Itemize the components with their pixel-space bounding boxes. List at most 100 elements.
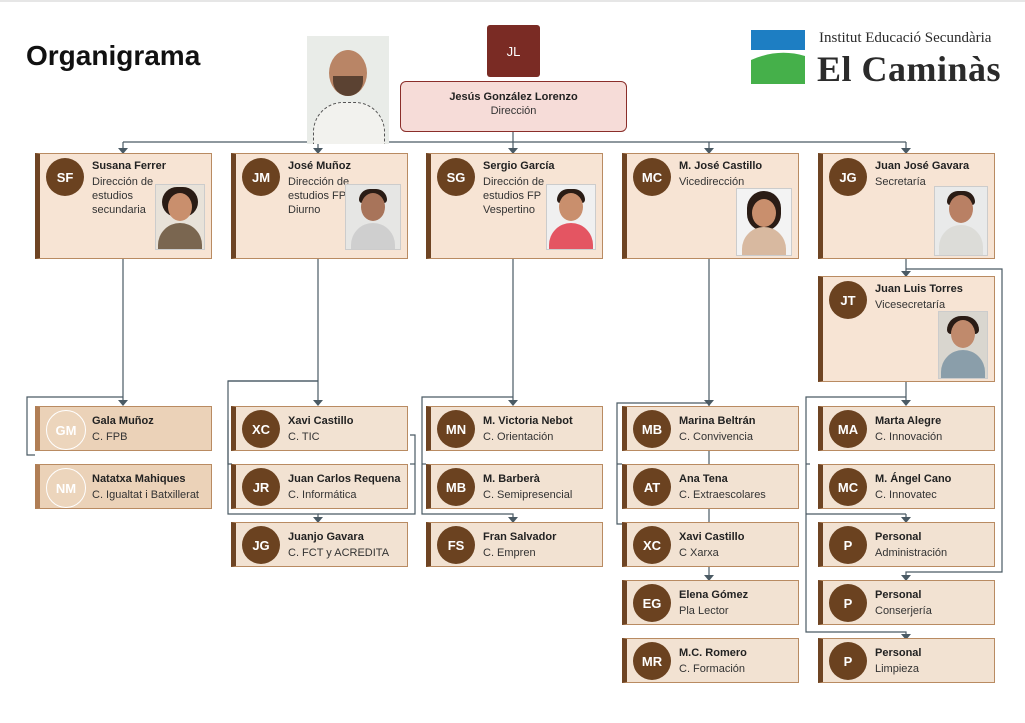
person-role: Secretaría — [875, 176, 926, 188]
avatar: SG — [437, 158, 475, 196]
person-role: C. Semipresencial — [483, 489, 573, 501]
card-m-angel-cano[interactable]: MC M. Ángel Cano C. Innovatec — [818, 464, 995, 509]
person-role: Vicedirección — [679, 176, 745, 188]
person-role: C. Igualtat i Batxillerat — [92, 489, 199, 501]
avatar: JG — [242, 526, 280, 564]
avatar: XC — [242, 410, 280, 448]
person-role: C. TIC — [288, 431, 320, 443]
person-role: Dirección de estudios FP Vespertino — [483, 176, 545, 216]
person-role: Dirección de estudios secundaria — [92, 176, 154, 216]
person-role: C. Innovación — [875, 431, 943, 443]
person-role: Conserjería — [875, 605, 932, 617]
person-name: Natatxa Mahiques — [92, 473, 186, 485]
vice-card-juan-luis-torres[interactable]: JT Juan Luis Torres Vicesecretaría — [818, 276, 995, 382]
person-role: Dirección de estudios FP Diurno — [288, 176, 350, 216]
card-elena-gomez[interactable]: EG Elena Gómez Pla Lector — [622, 580, 799, 625]
avatar: JM — [242, 158, 280, 196]
director-photo — [307, 36, 389, 144]
card-natatxa-mahiques[interactable]: NM Natatxa Mahiques C. Igualtat i Batxil… — [35, 464, 212, 509]
person-name: Juan Luis Torres — [875, 283, 963, 295]
top-card-jose-munoz[interactable]: JM José Muñoz Dirección de estudios FP D… — [231, 153, 408, 259]
person-name: Sergio García — [483, 160, 555, 172]
person-role: C. FCT y ACREDITA — [288, 547, 390, 559]
avatar: P — [829, 584, 867, 622]
avatar: MN — [437, 410, 475, 448]
card-xavi-castillo-tic[interactable]: XC Xavi Castillo C. TIC — [231, 406, 408, 451]
person-name: Personal — [875, 647, 922, 659]
person-role: C. Innovatec — [875, 489, 937, 501]
person-name: Fran Salvador — [483, 531, 557, 543]
avatar: MA — [829, 410, 867, 448]
person-name: M.C. Romero — [679, 647, 747, 659]
director-role: Dirección — [490, 105, 537, 117]
logo-line2: El Caminàs — [817, 49, 1002, 89]
card-gala-munoz[interactable]: GM Gala Muñoz C. FPB — [35, 406, 212, 451]
person-role: C. Empren — [483, 547, 536, 559]
person-name: Ana Tena — [679, 473, 728, 485]
person-photo — [546, 184, 596, 250]
person-role: Vicesecretaría — [875, 299, 946, 311]
person-photo — [938, 311, 988, 379]
avatar: GM — [46, 410, 86, 450]
person-name: Juanjo Gavara — [288, 531, 364, 543]
top-card-sergio-garcia[interactable]: SG Sergio García Dirección de estudios F… — [426, 153, 603, 259]
person-role: C Xarxa — [679, 547, 719, 559]
person-name: Susana Ferrer — [92, 160, 166, 172]
page-title: Organigrama — [26, 40, 201, 71]
card-personal-conserjeria[interactable]: P Personal Conserjería — [818, 580, 995, 625]
person-name: José Muñoz — [288, 160, 351, 172]
avatar: P — [829, 526, 867, 564]
person-name: Xavi Castillo — [679, 531, 745, 543]
person-name: Marta Alegre — [875, 415, 942, 427]
avatar: FS — [437, 526, 475, 564]
person-name: M. Barberà — [483, 473, 540, 485]
card-personal-limpieza[interactable]: P Personal Limpieza — [818, 638, 995, 683]
person-role: Limpieza — [875, 663, 920, 675]
person-role: C. Informática — [288, 489, 357, 501]
person-role: C. FPB — [92, 431, 128, 443]
logo-line1: Institut Educació Secundària — [819, 30, 992, 46]
person-name: Xavi Castillo — [288, 415, 354, 427]
top-divider — [0, 0, 1025, 2]
person-photo — [155, 184, 205, 250]
avatar: AT — [633, 468, 671, 506]
person-role: C. Orientación — [483, 431, 554, 443]
director-card[interactable]: Jesús González Lorenzo Dirección — [400, 81, 627, 132]
card-marina-beltran[interactable]: MB Marina Beltrán C. Convivencia — [622, 406, 799, 451]
person-name: M. José Castillo — [679, 160, 763, 172]
person-name: Marina Beltrán — [679, 415, 756, 427]
avatar: MC — [633, 158, 671, 196]
avatar: XC — [633, 526, 671, 564]
top-card-m-jose-castillo[interactable]: MC M. José Castillo Vicedirección — [622, 153, 799, 259]
card-xavi-castillo-xarxa[interactable]: XC Xavi Castillo C Xarxa — [622, 522, 799, 567]
avatar: MR — [633, 642, 671, 680]
person-name: Personal — [875, 531, 922, 543]
person-photo — [736, 188, 792, 256]
card-personal-administracion[interactable]: P Personal Administración — [818, 522, 995, 567]
person-role: C. Convivencia — [679, 431, 753, 443]
logo-mark-icon — [751, 30, 805, 84]
person-role: Pla Lector — [679, 605, 729, 617]
avatar: JG — [829, 158, 867, 196]
school-logo: Institut Educació Secundària El Caminàs — [751, 28, 1011, 89]
top-card-susana-ferrer[interactable]: SF Susana Ferrer Dirección de estudios s… — [35, 153, 212, 259]
card-marta-alegre[interactable]: MA Marta Alegre C. Innovación — [818, 406, 995, 451]
director-avatar: JL — [487, 25, 540, 77]
top-card-juan-jose-gavara[interactable]: JG Juan José Gavara Secretaría — [818, 153, 995, 259]
card-m-barbera[interactable]: MB M. Barberà C. Semipresencial — [426, 464, 603, 509]
card-mc-romero[interactable]: MR M.C. Romero C. Formación — [622, 638, 799, 683]
card-juan-carlos-requena[interactable]: JR Juan Carlos Requena C. Informática — [231, 464, 408, 509]
person-name: M. Victoria Nebot — [483, 415, 573, 427]
person-role: C. Formación — [679, 663, 746, 675]
person-role: C. Extraescolares — [679, 489, 766, 501]
person-name: M. Ángel Cano — [875, 473, 952, 485]
avatar: MC — [829, 468, 867, 506]
card-ana-tena[interactable]: AT Ana Tena C. Extraescolares — [622, 464, 799, 509]
card-juanjo-gavara[interactable]: JG Juanjo Gavara C. FCT y ACREDITA — [231, 522, 408, 567]
person-name: Elena Gómez — [679, 589, 749, 601]
card-fran-salvador[interactable]: FS Fran Salvador C. Empren — [426, 522, 603, 567]
avatar: NM — [46, 468, 86, 508]
card-m-victoria-nebot[interactable]: MN M. Victoria Nebot C. Orientación — [426, 406, 603, 451]
avatar: JT — [829, 281, 867, 319]
avatar: SF — [46, 158, 84, 196]
